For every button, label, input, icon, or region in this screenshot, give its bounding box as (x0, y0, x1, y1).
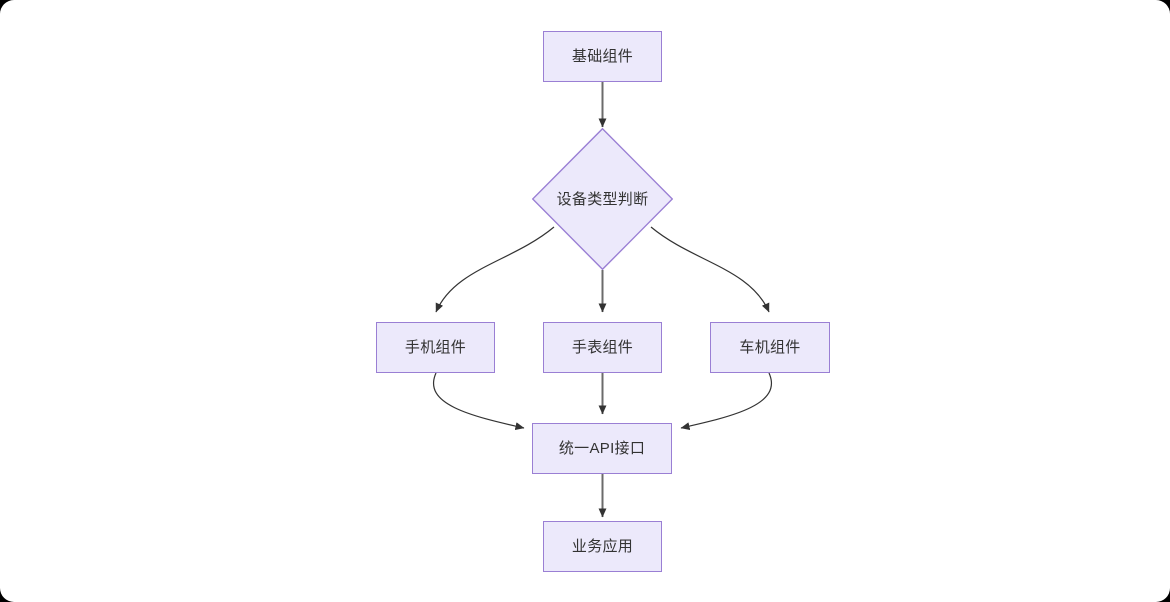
node-label: 基础组件 (571, 48, 634, 65)
edge-phone-to-api (433, 372, 525, 431)
node-label: 手机组件 (404, 339, 467, 356)
node-unified-api[interactable]: 统一API接口 (532, 423, 672, 474)
node-label: 手表组件 (571, 339, 634, 356)
edge-decision-to-phone (435, 226, 555, 313)
node-label: 业务应用 (571, 538, 634, 555)
node-base-components[interactable]: 基础组件 (543, 31, 662, 82)
diamond-shape-icon (532, 128, 673, 270)
node-label: 设备类型判断 (556, 190, 649, 208)
node-car-components[interactable]: 车机组件 (710, 322, 830, 373)
edge-decision-to-car (650, 226, 770, 313)
edge-car-to-api (680, 372, 772, 431)
node-watch-components[interactable]: 手表组件 (543, 322, 662, 373)
node-device-type-decision[interactable]: 设备类型判断 (532, 128, 673, 270)
node-label: 车机组件 (739, 339, 801, 356)
node-business-application[interactable]: 业务应用 (543, 521, 662, 572)
node-phone-components[interactable]: 手机组件 (376, 322, 495, 373)
node-label: 统一API接口 (558, 440, 646, 457)
